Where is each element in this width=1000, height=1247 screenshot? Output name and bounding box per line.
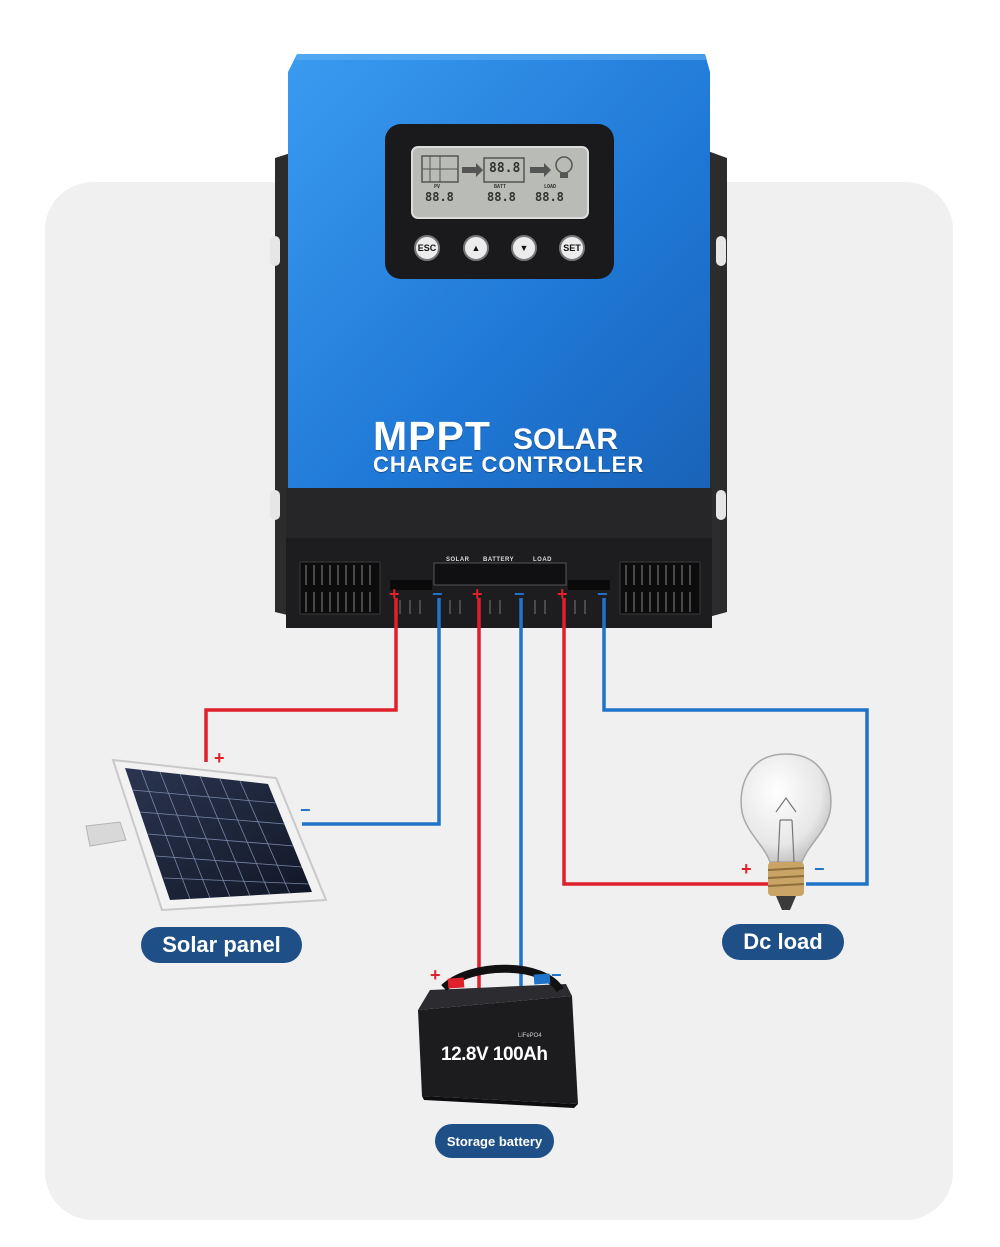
battery-minus: − (551, 965, 562, 985)
lcd-load-label: LOAD (544, 184, 557, 190)
terminal-label-solar: SOLAR (446, 557, 470, 563)
brand-solar: SOLAR (513, 423, 618, 456)
terminal-label-load: LOAD (533, 557, 552, 563)
terminal-battery-minus: − (514, 584, 525, 604)
wire-solar-negative (302, 598, 441, 826)
battery-plus: + (430, 965, 441, 985)
terminal-block (433, 562, 567, 586)
charge-controller (270, 54, 727, 628)
terminal-label-battery: BATTERY (483, 557, 515, 563)
up-button[interactable]: ▲ (463, 235, 489, 261)
storage-battery-label: Storage battery (435, 1124, 554, 1158)
wire-load-positive (562, 598, 768, 886)
light-bulb-illustration (740, 753, 832, 910)
battery-illustration (418, 964, 578, 1108)
lcd-pv-label: PV (434, 184, 441, 190)
terminal-solar-minus: − (432, 584, 443, 604)
load-minus: − (814, 859, 825, 879)
down-button[interactable]: ▼ (511, 235, 537, 261)
solar-panel-illustration (85, 758, 328, 912)
solar-panel-label: Solar panel (141, 927, 302, 963)
terminal-load-minus: − (597, 584, 608, 604)
vents-right (619, 561, 701, 615)
lcd-batt-value: 88.8 (487, 190, 516, 204)
terminal-battery-plus: + (472, 584, 483, 604)
solar-panel-plus: + (214, 748, 225, 768)
brand-charge-controller: CHARGE CONTROLLER (373, 452, 645, 477)
lcd-batt-label: BATT (494, 184, 507, 190)
wire-solar-positive (204, 598, 398, 762)
dc-load-label: Dc load (722, 924, 844, 960)
wires (204, 598, 869, 990)
wire-load-negative (602, 598, 869, 886)
lcd-top-value: 88.8 (489, 161, 521, 176)
lcd-pv-value: 88.8 (425, 190, 454, 204)
terminal-solar-plus: + (389, 584, 400, 604)
brand-mppt: MPPT (373, 413, 491, 459)
battery-rating: 12.8V 100Ah (441, 1044, 548, 1065)
vents-left (299, 561, 381, 615)
terminal-load-plus: + (557, 584, 568, 604)
battery-chemistry: LiFePO4 (518, 1033, 542, 1039)
set-button[interactable]: SET (559, 235, 585, 261)
load-plus: + (741, 859, 752, 879)
lcd-load-value: 88.8 (535, 190, 564, 204)
solar-panel-minus: − (300, 800, 311, 820)
esc-button[interactable]: ESC (414, 235, 440, 261)
